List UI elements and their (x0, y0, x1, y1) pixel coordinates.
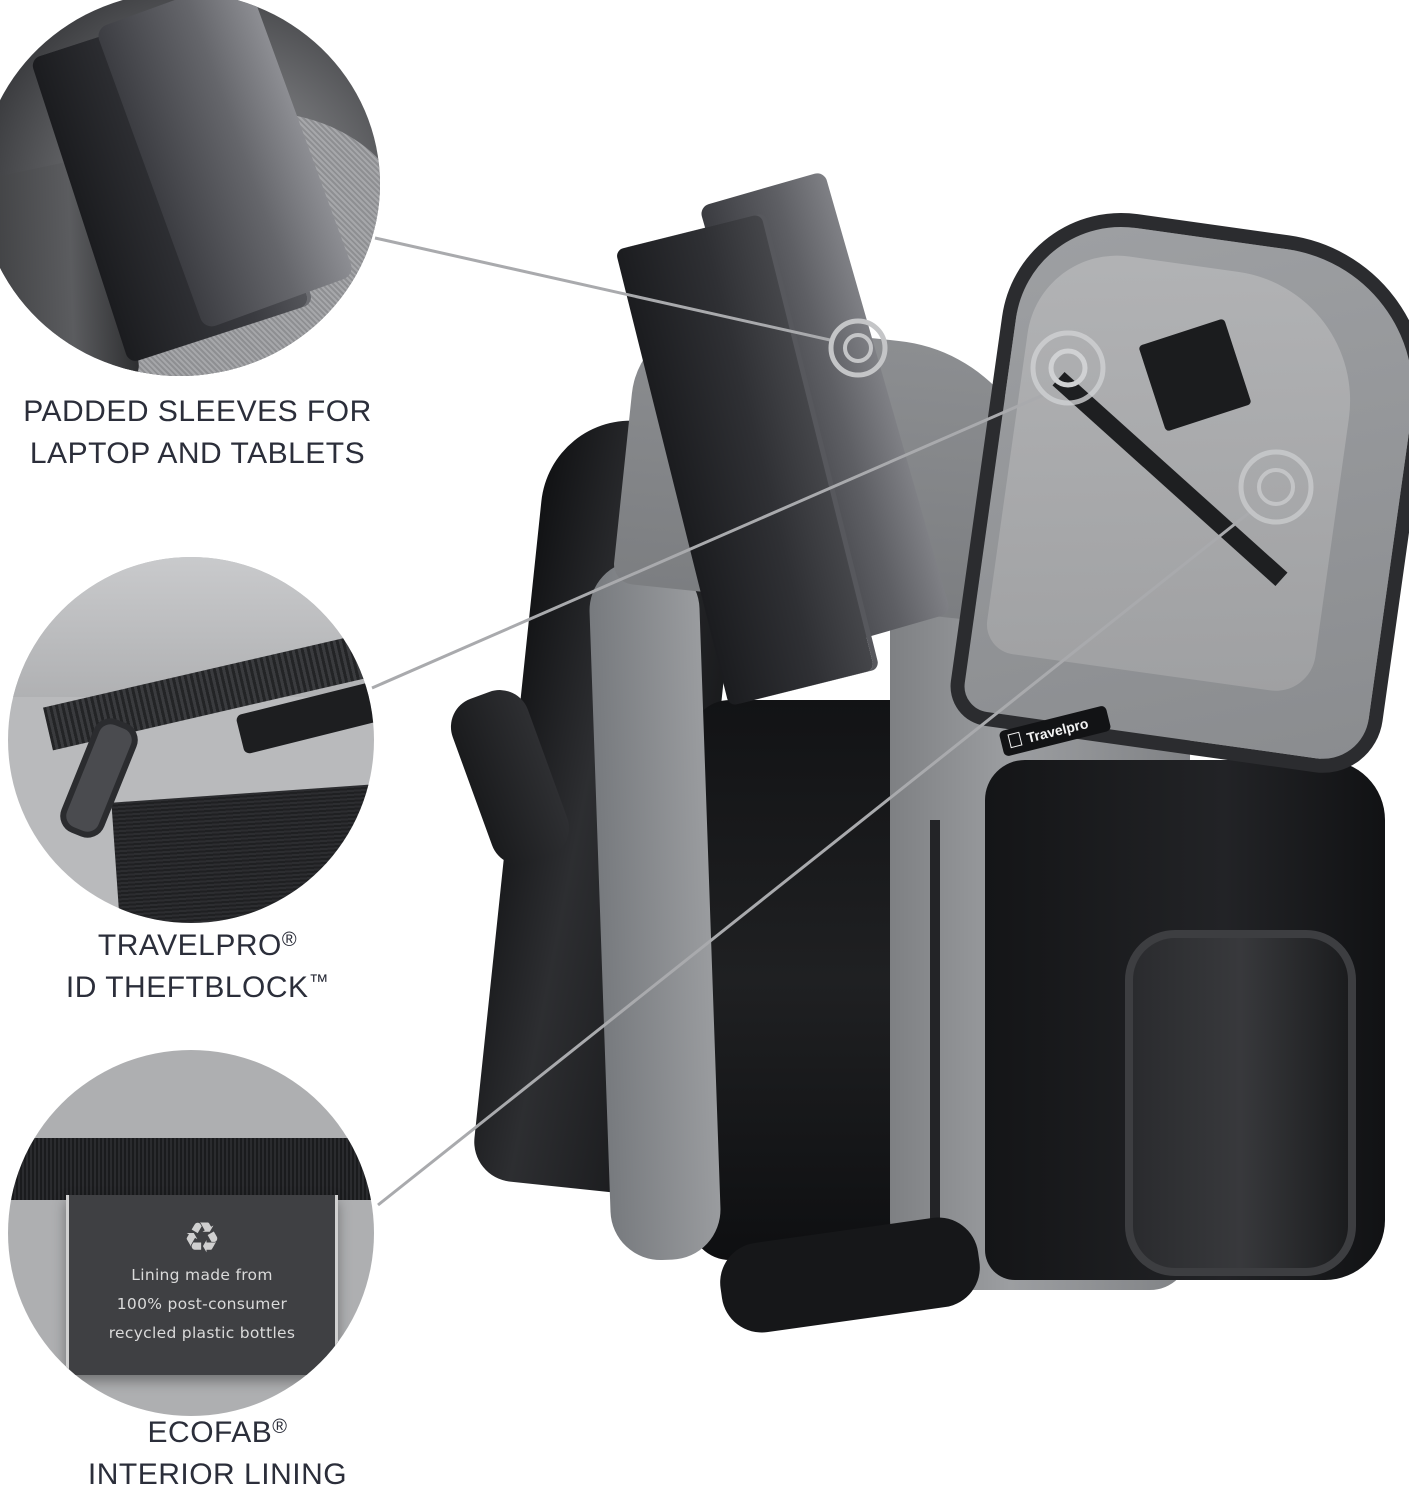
center-zipper (930, 820, 940, 1280)
label-text: 100% post-consumer (116, 1295, 288, 1313)
caption-text: ECOFAB (147, 1416, 273, 1449)
caption-line: TRAVELPRO® (20, 925, 375, 967)
recycle-icon: ♻ (183, 1214, 221, 1261)
recycled-label: ♻ Lining made from 100% post-consumer re… (66, 1195, 338, 1375)
travelpro-logo-icon (1007, 731, 1023, 749)
pocket-panel (111, 781, 374, 923)
side-pocket (1125, 930, 1356, 1276)
caption-line: ECOFAB® (20, 1412, 415, 1454)
padded-sleeves-inset-image (0, 0, 380, 376)
id-theftblock-caption: TRAVELPRO® ID THEFTBLOCK™ (20, 925, 375, 1009)
caption-line: LAPTOP AND TABLETS (29, 437, 366, 470)
lid-lining (983, 244, 1367, 696)
caption-text: ID THEFTBLOCK (65, 971, 309, 1004)
padded-sleeves-caption: PADDED SLEEVES FOR LAPTOP AND TABLETS (0, 391, 395, 475)
label-band (8, 1138, 374, 1200)
trademark-mark: ™ (308, 971, 330, 993)
label-text: recycled plastic bottles (108, 1324, 296, 1342)
registered-mark: ® (281, 929, 298, 951)
registered-mark: ® (272, 1416, 288, 1438)
caption-line: INTERIOR LINING (87, 1458, 348, 1491)
ecofab-caption: ECOFAB® INTERIOR LINING (20, 1412, 415, 1496)
caption-line: PADDED SLEEVES FOR (23, 395, 372, 428)
label-text: Lining made from (131, 1266, 273, 1284)
caption-line: ID THEFTBLOCK™ (20, 967, 375, 1009)
id-theftblock-inset-image (8, 557, 374, 923)
ecofab-inset-image: ♻ Lining made from 100% post-consumer re… (8, 1050, 374, 1416)
caption-text: TRAVELPRO (97, 929, 282, 962)
